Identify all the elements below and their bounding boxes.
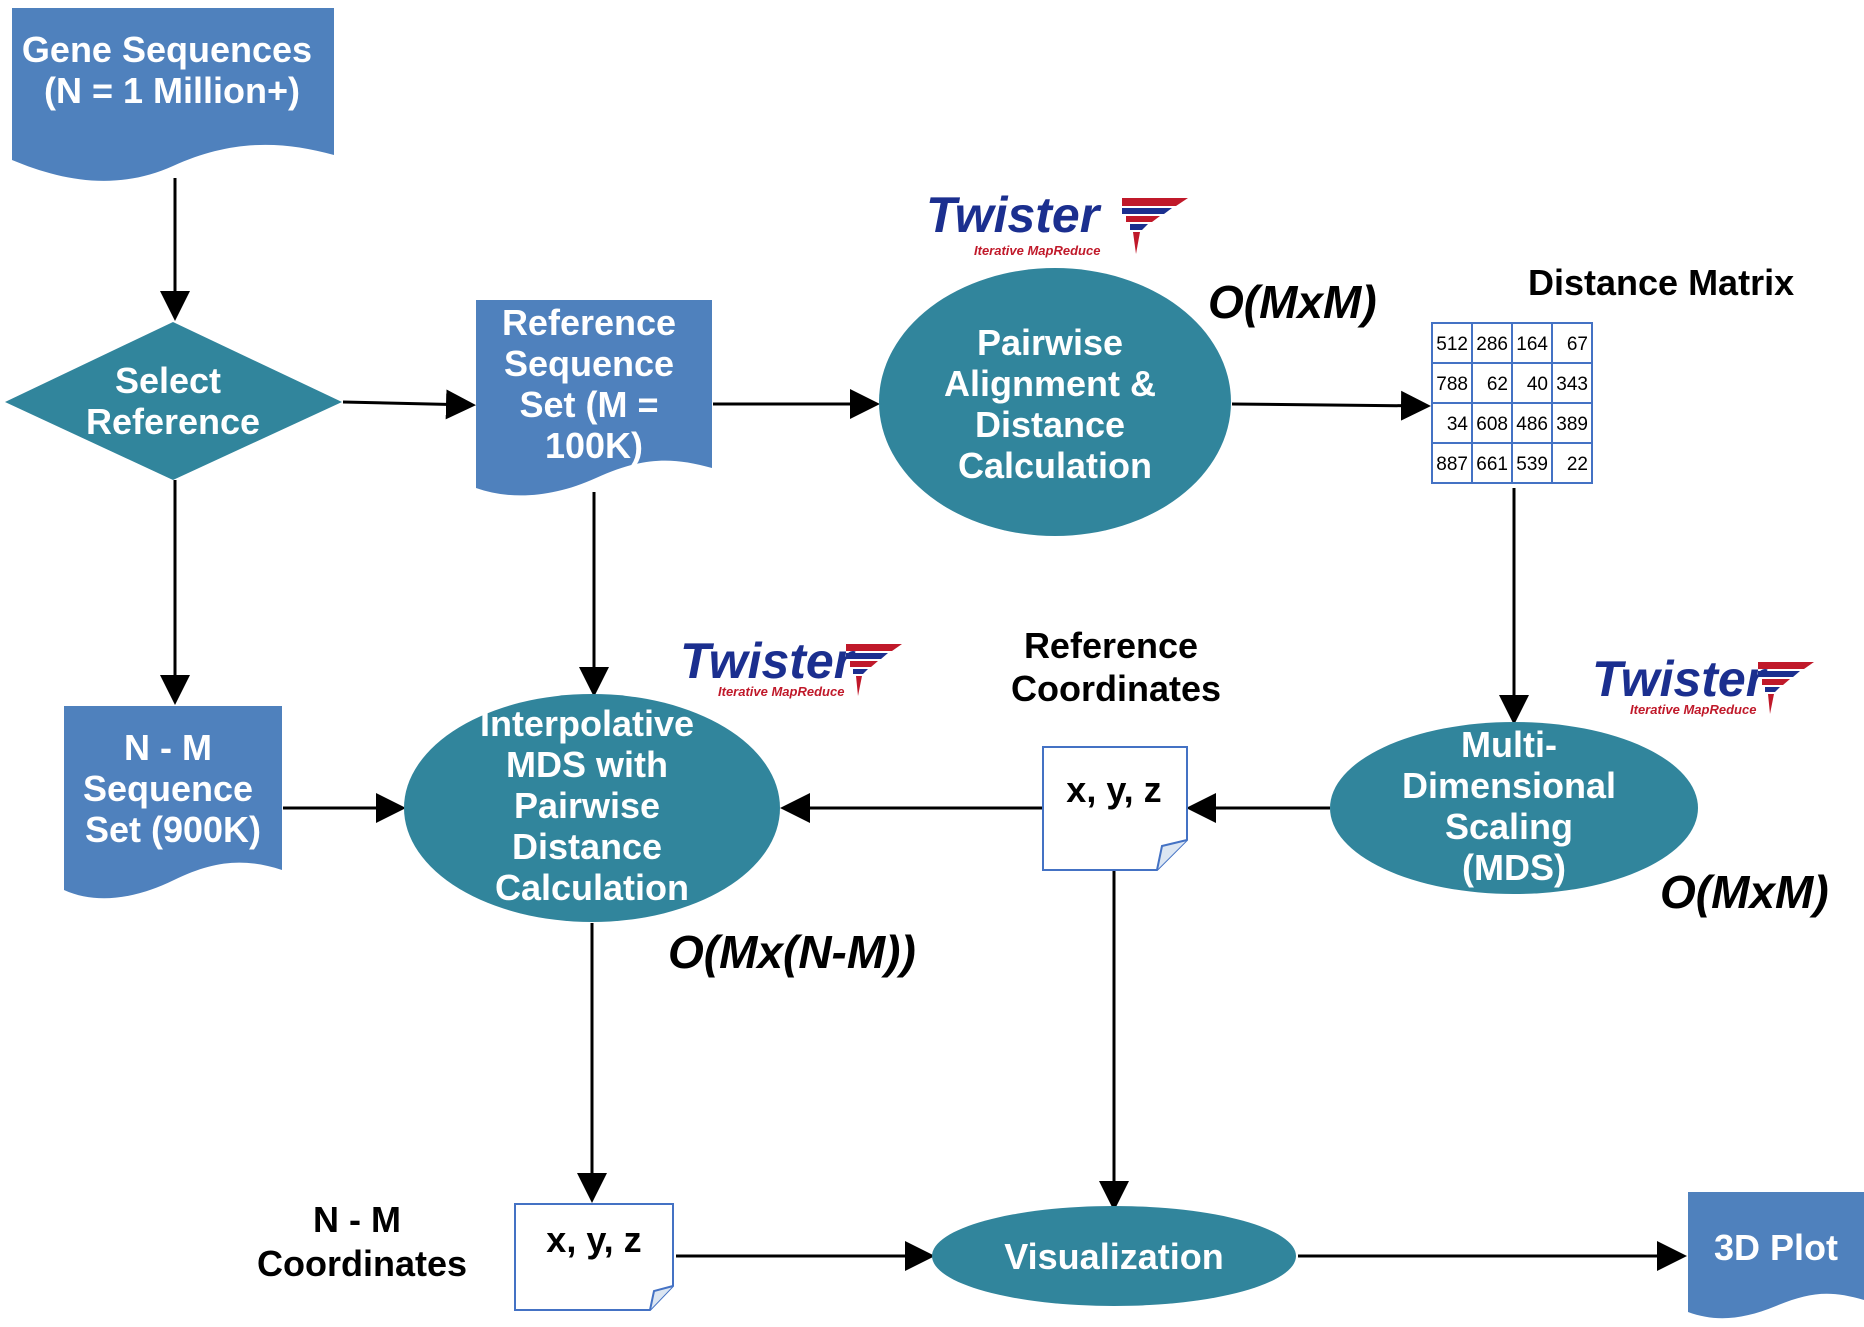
matrix-cell-value: 788 bbox=[1436, 374, 1468, 395]
matrix-cell-value: 34 bbox=[1447, 414, 1469, 435]
arrow-pairwise-to-matrix bbox=[1231, 390, 1431, 421]
gene-sequences-label: Gene Sequences (N = 1 Million+) bbox=[22, 29, 322, 111]
distance-matrix-grid: 512 286 164 67 788 62 40 343 34 608 486 389 887 661 53… bbox=[1431, 322, 1593, 484]
matrix-cell bbox=[1471, 402, 1513, 444]
select-reference-line: Select bbox=[115, 360, 221, 401]
nm-set-line: Set (900K) bbox=[85, 809, 261, 850]
reference-coordinates-line: Reference bbox=[1024, 625, 1198, 666]
nm-xyz-label: x, y, z bbox=[546, 1219, 641, 1260]
plot3d-label: 3D Plot bbox=[1714, 1227, 1838, 1268]
twister-logo-word: Twister bbox=[1592, 651, 1768, 707]
twister-logo: Twister Iterative MapReduce bbox=[926, 187, 1188, 258]
reference-coordinates-label: Reference Coordinates bbox=[1011, 625, 1221, 709]
twister-funnel-icon bbox=[846, 644, 902, 696]
distance-matrix-title: Distance Matrix bbox=[1528, 262, 1794, 303]
matrix-cell-value: 539 bbox=[1516, 454, 1548, 475]
matrix-cell-value: 512 bbox=[1436, 334, 1468, 355]
matrix-cell bbox=[1551, 442, 1593, 484]
pairwise-shape bbox=[879, 268, 1231, 536]
nm-xyz-note: x, y, z bbox=[514, 1203, 674, 1311]
matrix-cell-value: 389 bbox=[1556, 414, 1588, 435]
matrix-cell bbox=[1511, 442, 1553, 484]
twister-logo-word: Twister bbox=[926, 187, 1102, 243]
mds-shape bbox=[1330, 722, 1698, 894]
gene-sequences-line: Gene Sequences bbox=[22, 29, 312, 70]
reference-set-line: 100K) bbox=[545, 425, 643, 466]
interpolative-shape bbox=[404, 694, 780, 922]
matrix-cell-value: 67 bbox=[1567, 334, 1588, 355]
nm-coordinates-label: N - M Coordinates bbox=[257, 1199, 467, 1284]
visualization-shape bbox=[932, 1206, 1296, 1306]
matrix-cell-value: 661 bbox=[1476, 454, 1508, 475]
matrix-cell bbox=[1551, 402, 1593, 444]
nm-coordinates-line: Coordinates bbox=[257, 1243, 467, 1284]
ref-xyz-label: x, y, z bbox=[1066, 769, 1161, 810]
complexity-mds: O(MxM) bbox=[1660, 866, 1829, 918]
mds-line: Scaling bbox=[1445, 806, 1573, 847]
nm-coordinates-line: N - M bbox=[313, 1199, 401, 1240]
twister-logo-subtitle: Iterative MapReduce bbox=[718, 684, 844, 699]
select-reference-shape bbox=[5, 322, 342, 480]
pairwise-line: Pairwise bbox=[977, 322, 1123, 363]
interpolative-line: Interpolative bbox=[480, 703, 694, 744]
matrix-cell-value: 486 bbox=[1516, 414, 1548, 435]
twister-logo: Twister Iterative MapReduce bbox=[1592, 651, 1814, 717]
reference-set-shape bbox=[476, 300, 712, 496]
twister-logo-subtitle: Iterative MapReduce bbox=[1630, 702, 1756, 717]
complexity-interpolative: O(Mx(N-M)) bbox=[668, 926, 916, 978]
matrix-cell-value: 40 bbox=[1527, 374, 1548, 395]
mds-line: Dimensional bbox=[1402, 765, 1616, 806]
select-reference-line: Reference bbox=[86, 401, 260, 442]
interpolative-line: MDS with bbox=[506, 744, 668, 785]
matrix-cell-value: 887 bbox=[1436, 454, 1468, 475]
matrix-cell-value: 286 bbox=[1476, 334, 1508, 355]
nm-set-line: Sequence bbox=[83, 768, 253, 809]
reference-set-line: Reference bbox=[502, 302, 676, 343]
nm-set-label: N - M Sequence Set (900K) bbox=[83, 727, 263, 850]
plot3d-shape bbox=[1688, 1192, 1864, 1319]
matrix-cell-value: 343 bbox=[1556, 374, 1588, 395]
mds-label: Multi- Dimensional Scaling (MDS) bbox=[1402, 724, 1626, 888]
arrow-select-to-refset bbox=[342, 389, 476, 420]
twister-funnel-icon bbox=[1122, 198, 1188, 254]
pairwise-line: Calculation bbox=[958, 445, 1152, 486]
twister-funnel-icon bbox=[1758, 662, 1814, 714]
matrix-cell bbox=[1551, 322, 1593, 364]
nm-set-shape bbox=[64, 706, 282, 899]
interpolative-line: Calculation bbox=[495, 867, 689, 908]
nm-set-line: N - M bbox=[124, 727, 212, 768]
matrix-cell-value: 164 bbox=[1516, 334, 1548, 355]
reference-coordinates-line: Coordinates bbox=[1011, 668, 1221, 709]
reference-set-line: Sequence bbox=[504, 343, 674, 384]
twister-logo-word: Twister bbox=[680, 633, 856, 689]
matrix-cell-value: 22 bbox=[1567, 454, 1588, 475]
mds-line: (MDS) bbox=[1462, 847, 1566, 888]
matrix-cell-value: 608 bbox=[1476, 414, 1508, 435]
mds-line: Multi- bbox=[1461, 724, 1557, 765]
pairwise-line: Distance bbox=[975, 404, 1125, 445]
interpolative-line: Pairwise bbox=[514, 785, 660, 826]
complexity-pairwise: O(MxM) bbox=[1208, 276, 1377, 328]
gene-sequences-shape bbox=[12, 8, 334, 181]
matrix-cell-value: 62 bbox=[1487, 374, 1508, 395]
reference-set-line: Set (M = bbox=[519, 384, 658, 425]
matrix-cell bbox=[1431, 322, 1473, 364]
gene-sequences-line: (N = 1 Million+) bbox=[44, 70, 300, 111]
interpolative-label: Interpolative MDS with Pairwise Distance… bbox=[480, 703, 704, 908]
twister-logo: Twister Iterative MapReduce bbox=[680, 633, 902, 699]
arrows bbox=[160, 178, 1687, 1271]
reference-set-label: Reference Sequence Set (M = 100K) bbox=[502, 302, 686, 466]
matrix-cell bbox=[1551, 362, 1593, 404]
interpolative-line: Distance bbox=[512, 826, 662, 867]
ref-xyz-note: x, y, z bbox=[1042, 746, 1188, 871]
twister-logo-subtitle: Iterative MapReduce bbox=[974, 243, 1100, 258]
pairwise-label: Pairwise Alignment & Distance Calculatio… bbox=[944, 322, 1166, 486]
pairwise-line: Alignment & bbox=[944, 363, 1156, 404]
select-reference-label: Select Reference bbox=[86, 360, 260, 442]
visualization-label: Visualization bbox=[1004, 1236, 1223, 1277]
